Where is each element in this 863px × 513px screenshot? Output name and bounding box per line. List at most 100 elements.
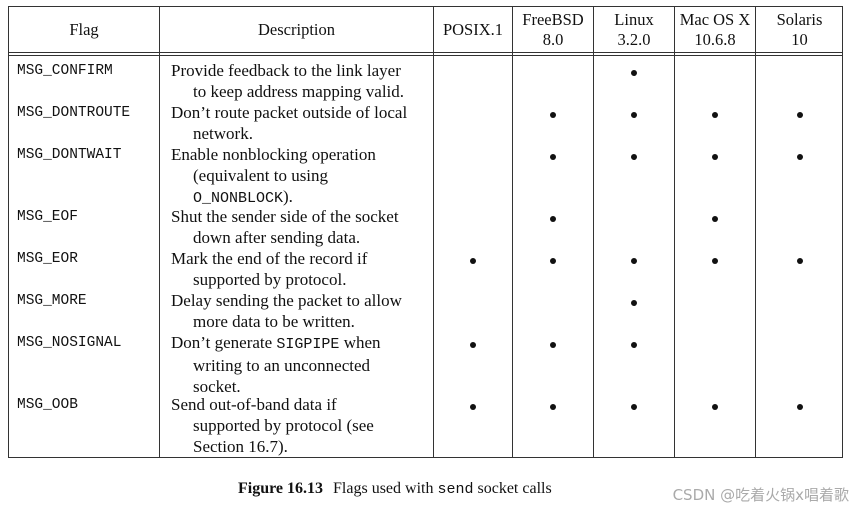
supported-bullet xyxy=(470,258,476,264)
description-text: Provide feedback to the link layer xyxy=(171,61,401,80)
description-text: supported by protocol (see xyxy=(193,415,374,435)
description-line: supported by protocol. xyxy=(171,270,433,291)
supported-bullet xyxy=(631,70,637,76)
code-text: SIGPIPE xyxy=(276,336,340,353)
description-text: more data to be written. xyxy=(193,311,355,331)
supported-bullet xyxy=(712,112,718,118)
figure-caption: Figure 16.13 Flags used with send socket … xyxy=(238,480,552,498)
description-text: when xyxy=(339,333,381,352)
supported-bullet xyxy=(712,404,718,410)
supported-bullet xyxy=(550,112,556,118)
description-line: Enable nonblocking operation xyxy=(171,145,433,166)
description-text: ). xyxy=(283,186,293,206)
supported-bullet xyxy=(712,216,718,222)
description-text: Shut the sender side of the socket xyxy=(171,207,399,226)
description-line: down after sending data. xyxy=(171,228,433,249)
supported-bullet xyxy=(470,404,476,410)
supported-bullet xyxy=(796,154,803,160)
flag-name: MSG_DONTROUTE xyxy=(17,105,131,121)
description-line: supported by protocol (see xyxy=(171,416,433,437)
supported-bullet xyxy=(712,258,718,264)
caption-text-after: socket calls xyxy=(473,480,552,497)
platform-name: POSIX.1 xyxy=(442,20,504,39)
description-text: Don’t generate xyxy=(171,333,277,352)
platform-version: 10.6.8 xyxy=(694,30,736,49)
description-text: Don’t route packet outside of local xyxy=(171,103,408,122)
supported-bullet xyxy=(712,154,718,160)
platform-version: 3.2.0 xyxy=(617,30,651,49)
supported-bullet xyxy=(796,404,803,410)
supported-bullet xyxy=(631,404,637,410)
description-line: Shut the sender side of the socket xyxy=(171,207,433,228)
description-text: (equivalent to using xyxy=(193,165,329,185)
column-divider xyxy=(755,7,756,457)
supported-bullet xyxy=(470,342,476,348)
description-text: network. xyxy=(193,123,253,143)
supported-bullet xyxy=(631,342,637,348)
flag-description: Provide feedback to the link layer to kee… xyxy=(171,61,433,103)
description-text: socket. xyxy=(193,376,241,396)
flag-name: MSG_EOR xyxy=(17,251,78,267)
description-line: Delay sending the packet to allow xyxy=(171,291,433,312)
description-line: socket. xyxy=(171,377,433,398)
description-line: Don’t route packet outside of local xyxy=(171,103,433,124)
description-line: O_NONBLOCK). xyxy=(171,187,433,210)
flag-name: MSG_NOSIGNAL xyxy=(17,335,122,351)
platform-name: Linux xyxy=(614,10,654,29)
supported-bullet xyxy=(631,300,637,306)
description-text: Enable nonblocking operation xyxy=(171,145,376,164)
column-divider xyxy=(674,7,675,457)
platform-version: 10 xyxy=(791,30,808,49)
description-line: Don’t generate SIGPIPE when xyxy=(171,333,433,356)
flag-name: MSG_CONFIRM xyxy=(17,63,113,79)
platform-name: Mac OS X xyxy=(679,10,751,29)
description-line: more data to be written. xyxy=(171,312,433,333)
supported-bullet xyxy=(631,258,637,264)
description-text: Delay sending the packet to allow xyxy=(171,291,402,310)
description-text: Mark the end of the record if xyxy=(171,249,368,268)
column-divider xyxy=(593,7,594,457)
flag-name: MSG_MORE xyxy=(17,293,87,309)
caption-code: send xyxy=(437,481,474,498)
supported-bullet xyxy=(550,154,556,160)
supported-bullet xyxy=(631,154,637,160)
description-line: writing to an unconnected xyxy=(171,356,433,377)
description-line: network. xyxy=(171,124,433,145)
description-text: down after sending data. xyxy=(193,227,361,247)
header-rule xyxy=(9,52,842,56)
supported-bullet xyxy=(796,258,803,264)
description-text: Section 16.7). xyxy=(193,436,288,456)
description-text: writing to an unconnected xyxy=(193,355,371,375)
platform-name: Solaris xyxy=(776,10,823,29)
column-divider xyxy=(159,7,160,457)
column-divider xyxy=(512,7,513,457)
header-platform: POSIX.1 xyxy=(434,7,512,53)
caption-text-before: Flags used with xyxy=(333,480,438,497)
description-text: Send out-of-band data if xyxy=(171,395,337,414)
description-line: to keep address mapping valid. xyxy=(171,82,433,103)
flag-name: MSG_EOF xyxy=(17,209,78,225)
figure-label: Figure 16.13 xyxy=(238,480,324,497)
header-flag: Flag xyxy=(69,20,99,39)
description-line: Provide feedback to the link layer xyxy=(171,61,433,82)
supported-bullet xyxy=(550,342,556,348)
header-description: Description xyxy=(258,20,335,39)
description-line: Send out-of-band data if xyxy=(171,395,433,416)
supported-bullet xyxy=(550,258,556,264)
description-line: (equivalent to using xyxy=(171,166,433,187)
platform-name: FreeBSD xyxy=(522,10,584,29)
watermark: CSDN @吃着火锅x唱着歌 xyxy=(672,486,849,504)
supported-bullet xyxy=(796,112,803,118)
flag-name: MSG_OOB xyxy=(17,397,78,413)
description-line: Mark the end of the record if xyxy=(171,249,433,270)
